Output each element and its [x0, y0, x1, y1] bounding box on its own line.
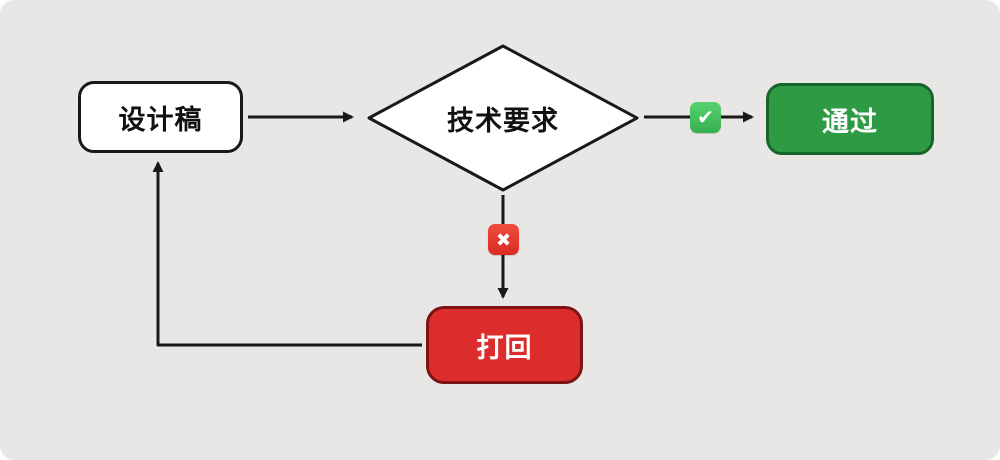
cross-icon-glyph: ✖ [495, 229, 512, 250]
diamond-shape [367, 44, 639, 192]
node-reject: 打回 [426, 306, 583, 384]
check-icon: ✔ [690, 102, 721, 133]
cross-icon: ✖ [488, 224, 519, 255]
node-decision-label: 技术要求 [447, 105, 559, 136]
node-reject-label: 打回 [476, 332, 533, 363]
arrow-reject-to-design [152, 161, 422, 347]
node-decision: 技术要求 [366, 44, 640, 192]
node-design-draft: 设计稿 [78, 81, 243, 153]
node-design-draft-label: 设计稿 [118, 104, 203, 135]
check-icon-glyph: ✔ [697, 106, 714, 129]
node-pass-label: 通过 [822, 106, 878, 137]
node-pass: 通过 [766, 83, 934, 155]
